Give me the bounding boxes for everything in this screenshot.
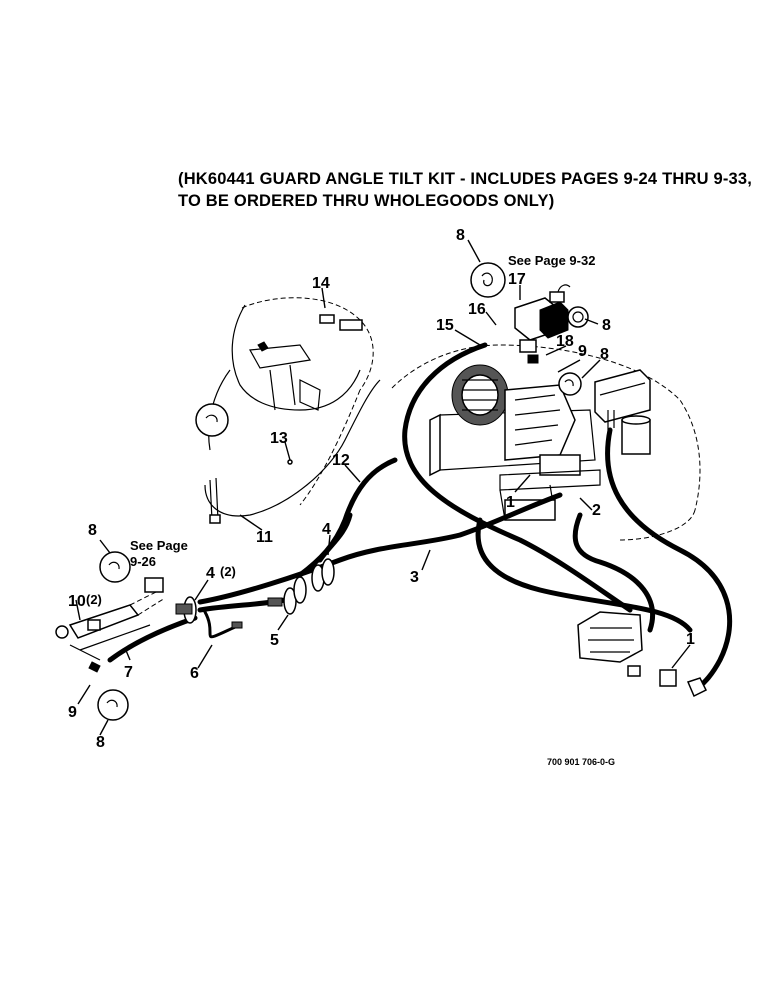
callout-1: 1: [506, 494, 515, 511]
callout-3: 3: [410, 569, 419, 586]
see-page-left-line-1: See Page: [130, 538, 188, 553]
tilt-cylinder-left: [55, 577, 166, 673]
callout-4: 4: [322, 521, 331, 538]
bulkhead-fittings: [175, 558, 335, 629]
callout-8: 8: [600, 346, 609, 363]
callout-9: 9: [68, 704, 77, 721]
filter-assembly: [594, 369, 651, 455]
callout-5: 5: [270, 632, 279, 649]
callout-13: 13: [270, 430, 288, 447]
decal-circles: [97, 262, 589, 721]
callout-8: 8: [96, 734, 105, 751]
figure-number: 700 901 706-0-G: [547, 757, 615, 767]
callout-10: 10: [68, 593, 86, 610]
decal-8-left-lower: [97, 689, 129, 721]
kit-heading-line-2: TO BE ORDERED THRU WHOLEGOODS ONLY): [178, 192, 555, 210]
hydraulic-pump-assembly: [429, 364, 601, 521]
decal-8-left-upper: [99, 551, 131, 583]
decal-8-top: [470, 262, 506, 298]
callout-12: 12: [332, 452, 350, 469]
control-valve-bank: [577, 611, 708, 698]
hose-2: [572, 512, 656, 633]
callout-8: 8: [602, 317, 611, 334]
leader-lines: [75, 239, 691, 736]
hose-7: [107, 615, 198, 663]
hose-3: [197, 492, 563, 605]
hoses: [107, 342, 733, 691]
decal-8-right-lower: [558, 372, 582, 396]
decal-8-right-upper: [567, 306, 589, 328]
callout-18: 18: [556, 333, 574, 350]
solenoid-valve-17: [514, 284, 571, 364]
callout-10-qty: (2): [86, 592, 102, 607]
callout-8: 8: [456, 227, 465, 244]
hose-down: [475, 517, 693, 633]
callout-14: 14: [312, 275, 330, 292]
callout-11: 11: [256, 529, 273, 546]
callout-8: 8: [88, 522, 97, 539]
callout-17: 17: [508, 271, 526, 288]
callout-4: 4: [206, 565, 215, 582]
callout-6: 6: [190, 665, 199, 682]
tilt-cylinder-mount: [249, 314, 363, 411]
callout-7: 7: [124, 664, 133, 681]
callout-2: 2: [592, 502, 601, 519]
callout-16: 16: [468, 301, 486, 318]
hose-4: [317, 512, 353, 563]
callout-1: 1: [686, 631, 695, 648]
callout-4-qty: (2): [220, 564, 236, 579]
hose-12: [297, 457, 398, 578]
see-page-left-line-2: 9-26: [130, 554, 156, 569]
kit-heading-line-1: (HK60441 GUARD ANGLE TILT KIT - INCLUDES…: [178, 170, 753, 188]
decal-wire-harness: [195, 403, 229, 437]
hose-15: [402, 342, 633, 613]
control-wire: [204, 379, 381, 524]
see-page-top: See Page 9-32: [508, 253, 595, 268]
callout-9: 9: [578, 343, 587, 360]
hose-right: [605, 427, 733, 691]
callout-15: 15: [436, 317, 454, 334]
